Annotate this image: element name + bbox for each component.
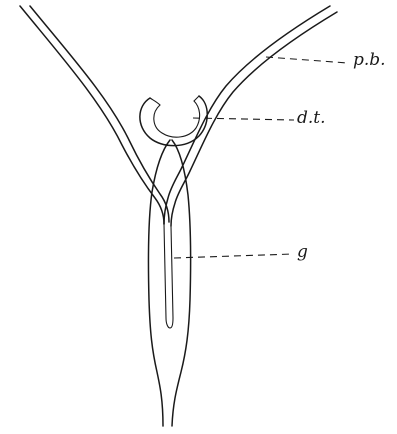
leader-pb — [266, 57, 348, 63]
label-g: g — [297, 244, 308, 261]
leader-dt — [193, 118, 294, 120]
label-dt: d.t. — [297, 110, 326, 127]
central-tube — [164, 224, 173, 328]
label-pb: p.b. — [353, 52, 386, 69]
leader-lines — [174, 57, 348, 258]
crescent-structure — [140, 96, 207, 146]
posterior-band-left-arm — [20, 6, 169, 224]
leader-g — [174, 254, 293, 258]
